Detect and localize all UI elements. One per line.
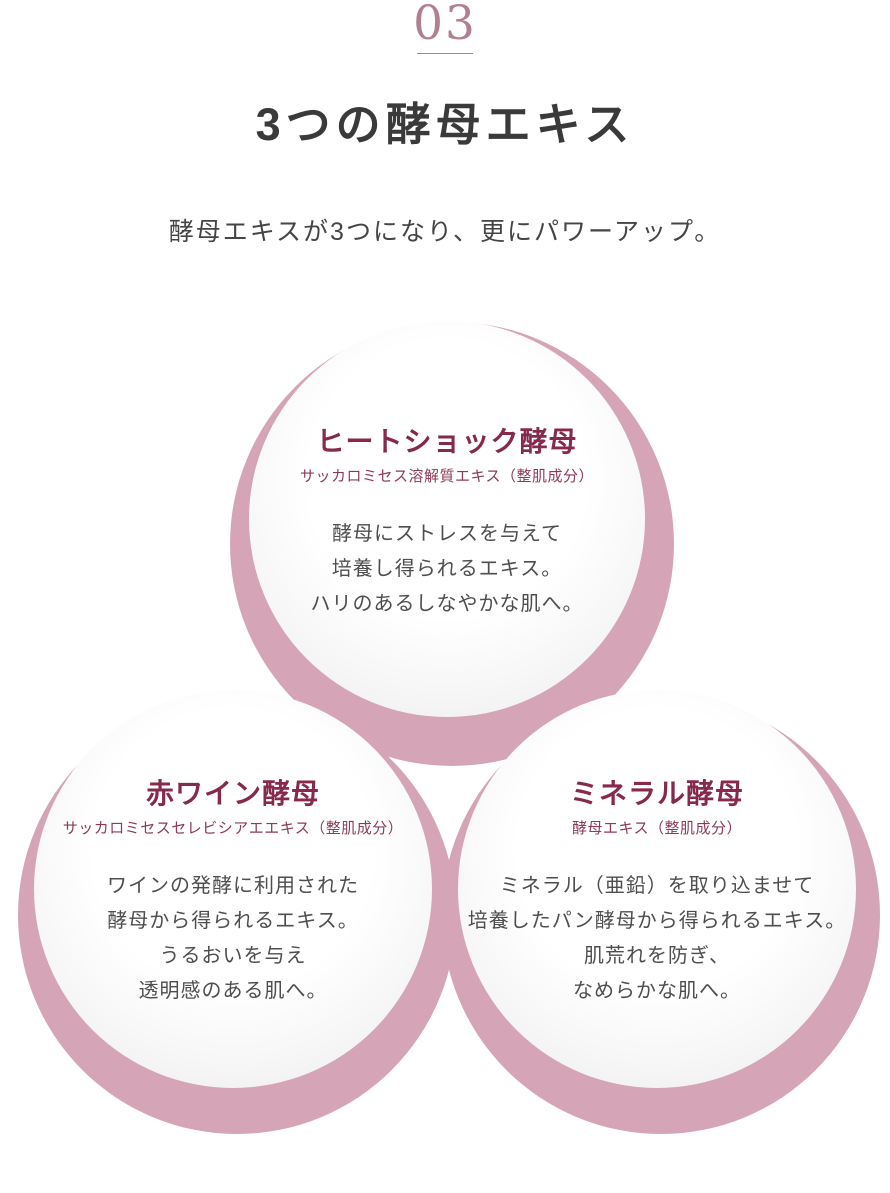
yeast-description: 酵母にストレスを与えて 培養し得られるエキス。 ハリのあるしなやかな肌へ。 (249, 517, 645, 622)
yeast-name: 赤ワイン酵母 (145, 778, 320, 809)
yeast-description-line: ハリのあるしなやかな肌へ。 (310, 593, 584, 615)
yeast-description-line: ミネラル（亜鉛）を取り込ませて (499, 875, 815, 897)
yeast-bubble-content: ヒートショック酵母 サッカロミセス溶解質エキス（整肌成分） 酵母にストレスを与え… (249, 321, 645, 717)
yeast-description-line: ワインの発酵に利用された (107, 875, 359, 897)
section-divider (417, 53, 473, 54)
yeast-description: ワインの発酵に利用された 酵母から得られるエキス。 うるおいを与え 透明感のある… (34, 869, 432, 1009)
yeast-bubble-content: ミネラル酵母 酵母エキス（整肌成分） ミネラル（亜鉛）を取り込ませて 培養したパ… (458, 690, 856, 1088)
section-subtitle: 酵母エキスが3つになり、更にパワーアップ。 (168, 218, 722, 246)
yeast-description-line: 酵母から得られるエキス。 (107, 910, 359, 932)
yeast-description-line: 透明感のある肌へ。 (138, 980, 328, 1002)
section-number: 03 (413, 0, 477, 51)
yeast-description-line: なめらかな肌へ。 (573, 980, 741, 1002)
yeast-name: ミネラル酵母 (569, 778, 744, 809)
yeast-description-line: 肌荒れを防ぎ、 (584, 945, 730, 967)
yeast-description-line: 酵母にストレスを与えて (332, 523, 562, 545)
yeast-bubble-red-wine: 赤ワイン酵母 サッカロミセスセレビシアエエキス（整肌成分） ワインの発酵に利用さ… (34, 690, 432, 1088)
yeast-bubble-content: 赤ワイン酵母 サッカロミセスセレビシアエエキス（整肌成分） ワインの発酵に利用さ… (34, 690, 432, 1088)
yeast-bubble-heat-shock: ヒートショック酵母 サッカロミセス溶解質エキス（整肌成分） 酵母にストレスを与え… (249, 321, 645, 717)
yeast-ingredient: サッカロミセス溶解質エキス（整肌成分） (299, 468, 595, 485)
section-title: 3つの酵母エキス (255, 99, 635, 150)
yeast-description-line: 培養し得られるエキス。 (331, 558, 563, 580)
yeast-description-line: うるおいを与え (159, 945, 307, 967)
yeast-ingredient: 酵母エキス（整肌成分） (571, 820, 743, 837)
yeast-ingredient: サッカロミセスセレビシアエエキス（整肌成分） (62, 820, 404, 837)
yeast-description-line: 培養したパン酵母から得られるエキス。 (467, 910, 847, 932)
yeast-description: ミネラル（亜鉛）を取り込ませて 培養したパン酵母から得られるエキス。 肌荒れを防… (458, 869, 856, 1009)
yeast-name: ヒートショック酵母 (316, 426, 578, 457)
yeast-bubble-mineral: ミネラル酵母 酵母エキス（整肌成分） ミネラル（亜鉛）を取り込ませて 培養したパ… (458, 690, 856, 1088)
